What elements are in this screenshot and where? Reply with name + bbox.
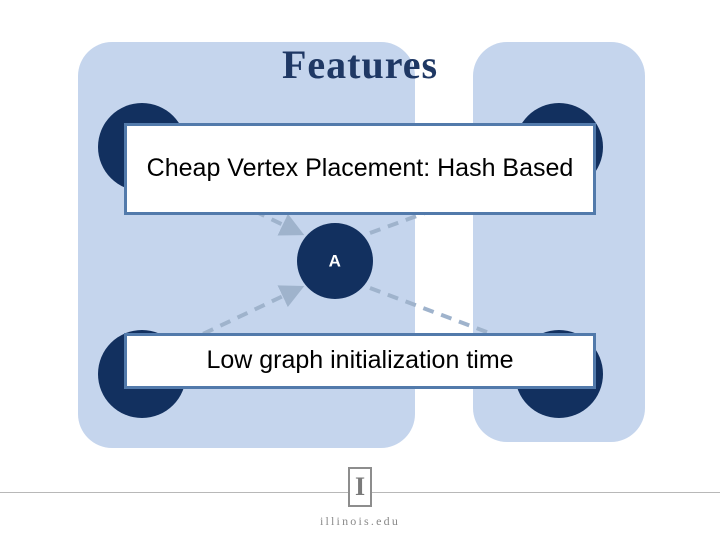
page-title: Features	[281, 42, 439, 87]
graph-node-middle-label: A	[328, 251, 342, 271]
callout-vertex-placement: Cheap Vertex Placement: Hash Based	[124, 123, 596, 215]
footer-url: illinois.edu	[319, 514, 401, 528]
callout-graph-init-time: Low graph initialization time	[124, 333, 596, 389]
graph-node-middle: A	[297, 223, 373, 299]
illinois-logo-icon: I	[348, 467, 372, 507]
